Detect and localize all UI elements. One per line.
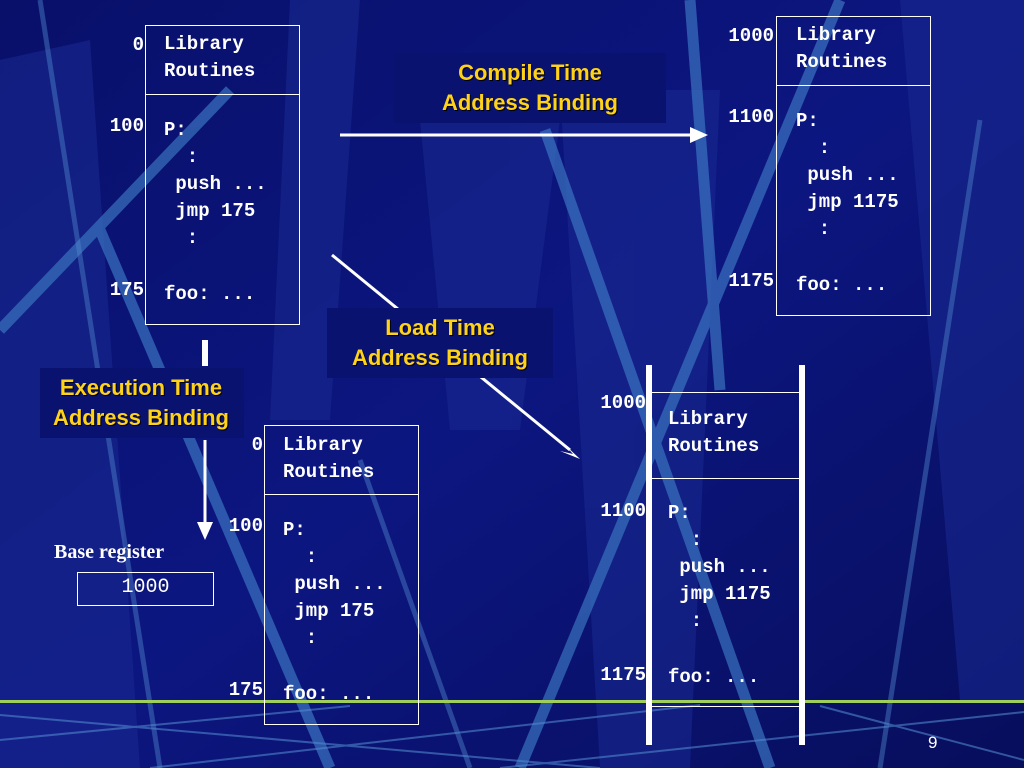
segment-divider: [264, 494, 419, 495]
base-register-value: 1000: [77, 572, 214, 606]
address-label: 0: [132, 34, 144, 56]
code-line: P:: [164, 119, 187, 141]
library-routines-label: Routines: [668, 435, 760, 457]
caption-background: [327, 308, 553, 378]
memory-map-compile-time: [776, 16, 931, 316]
code-line: :: [164, 227, 199, 249]
code-line: P:: [668, 502, 691, 524]
address-label: 100: [109, 115, 144, 137]
page-number: 9: [928, 733, 938, 752]
code-line: :: [668, 610, 703, 632]
code-line: push ...: [283, 573, 386, 595]
code-line: jmp 1175: [796, 191, 899, 213]
segment-divider: [652, 392, 799, 393]
code-line: :: [796, 137, 831, 159]
address-label: 1000: [600, 392, 646, 414]
address-label: 0: [251, 434, 263, 456]
caption-line: Compile Time: [458, 60, 602, 85]
caption-line: Execution Time: [59, 375, 223, 400]
code-line: push ...: [164, 173, 267, 195]
base-register-label: Base register: [54, 541, 165, 563]
code-line: jmp 175: [283, 600, 375, 622]
library-routines-label: Library: [283, 434, 363, 456]
segment-divider: [652, 478, 799, 479]
load-time-caption: Load Time Address Binding: [327, 313, 553, 373]
segment-divider: [776, 85, 931, 86]
address-label: 1000: [728, 25, 774, 47]
execution-time-caption: Execution Time Address Binding: [36, 373, 246, 433]
caption-background: [394, 53, 666, 123]
code-line: :: [283, 546, 318, 568]
code-line: :: [283, 627, 318, 649]
library-routines-label: Routines: [796, 51, 888, 73]
code-line: foo: ...: [164, 283, 256, 305]
address-label: 1100: [600, 500, 646, 522]
caption-line: Load Time: [385, 315, 495, 340]
code-line: foo: ...: [668, 666, 760, 688]
address-label: 175: [109, 279, 144, 301]
caption-line: Address Binding: [441, 90, 618, 115]
code-line: foo: ...: [283, 683, 375, 705]
library-routines-label: Library: [164, 33, 244, 55]
compile-time-caption: Compile Time Address Binding: [394, 58, 666, 118]
library-routines-label: Routines: [283, 461, 375, 483]
segment-divider: [652, 706, 799, 707]
code-line: P:: [796, 110, 819, 132]
library-routines-label: Routines: [164, 60, 256, 82]
address-label: 1175: [600, 664, 646, 686]
address-label: 175: [228, 679, 263, 701]
code-line: :: [668, 529, 703, 551]
code-line: :: [164, 146, 199, 168]
code-line: push ...: [796, 164, 899, 186]
code-line: foo: ...: [796, 274, 888, 296]
memory-map-execution-time: [264, 425, 419, 725]
segment-divider: [145, 94, 300, 95]
address-label: 1175: [728, 270, 774, 292]
code-line: P:: [283, 519, 306, 541]
caption-line: Address Binding: [351, 345, 528, 370]
address-label: 100: [228, 515, 263, 537]
memory-rail-right: [799, 365, 805, 745]
code-line: jmp 1175: [668, 583, 771, 605]
library-routines-label: Library: [668, 408, 748, 430]
memory-map-original: [145, 25, 300, 325]
code-line: jmp 175: [164, 200, 256, 222]
memory-rail-left: [646, 365, 652, 745]
address-label: 1100: [728, 106, 774, 128]
caption-line: Address Binding: [52, 405, 229, 430]
caption-background: [40, 368, 244, 438]
code-line: :: [796, 218, 831, 240]
code-line: push ...: [668, 556, 771, 578]
library-routines-label: Library: [796, 24, 876, 46]
